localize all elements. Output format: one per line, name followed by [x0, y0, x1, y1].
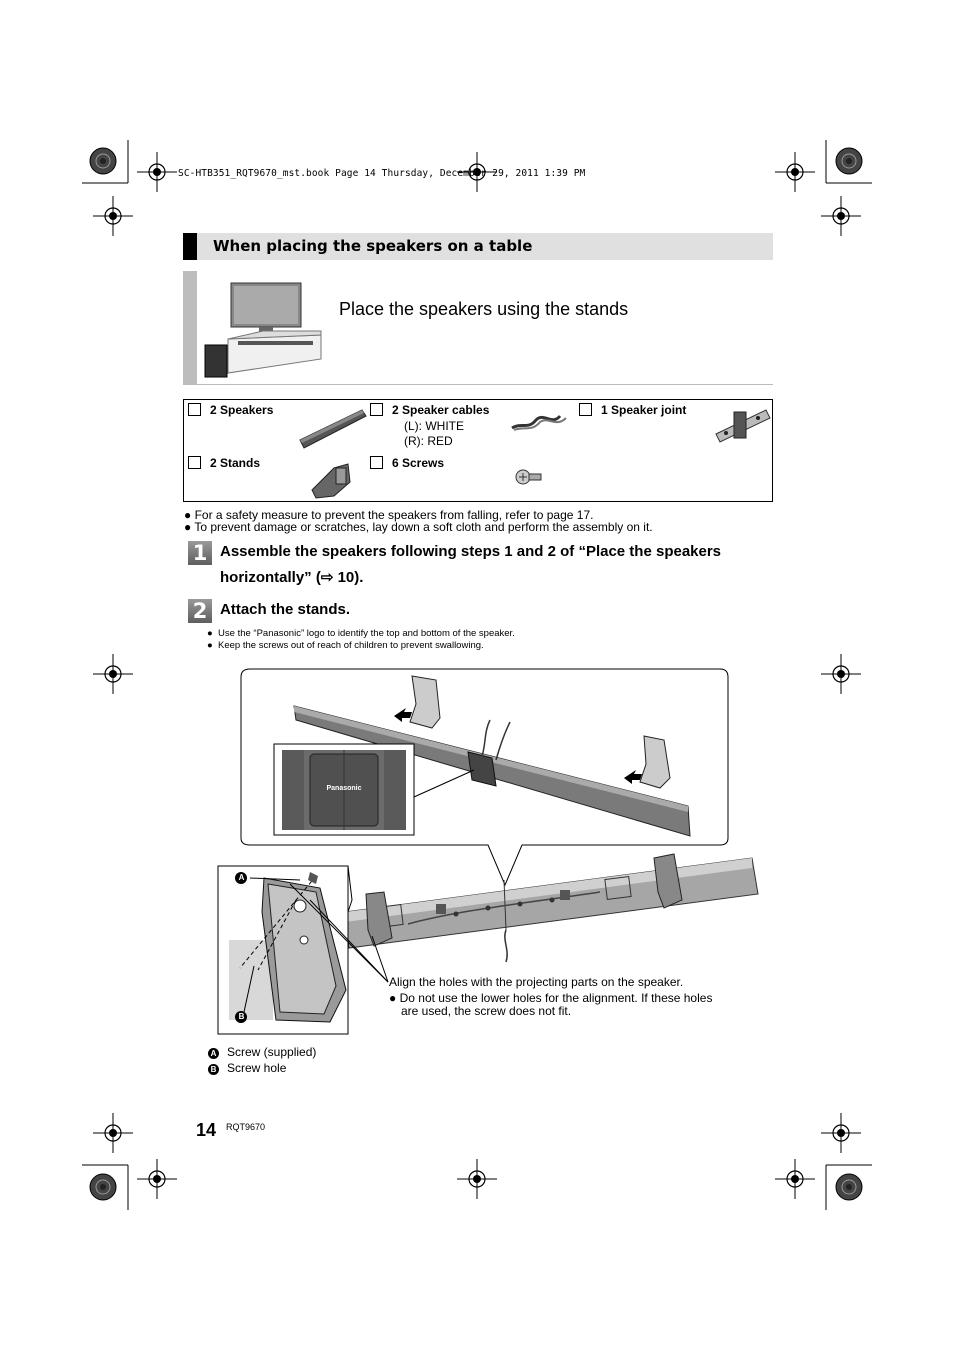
stand-image [311, 463, 351, 499]
checkbox[interactable] [579, 403, 592, 416]
intro-panel: Place the speakers using the stands [183, 271, 773, 385]
accessory-stands: 2 Stands [188, 456, 260, 470]
damage-note: ● To prevent damage or scratches, lay do… [184, 520, 653, 534]
speaker-cable-image [511, 414, 567, 431]
cable-color-left: (L): WHITE [404, 419, 464, 433]
screw-image [515, 469, 542, 485]
section-header-bar [183, 233, 197, 260]
step-2-number: 2 [188, 599, 212, 623]
step-1-line-1: Assemble the speakers following steps 1 … [220, 543, 722, 560]
intro-heading: Place the speakers using the stands [339, 299, 629, 319]
checkbox[interactable] [188, 456, 201, 469]
page-number: 14 [196, 1120, 217, 1140]
section-title: When placing the speakers on a table [213, 237, 533, 255]
checkbox[interactable] [188, 403, 201, 416]
step-1-line-2: horizontally” (⇨ 10). [220, 569, 364, 586]
accessory-screws: 6 Screws [370, 456, 444, 470]
logo-note: ● Use the “Panasonic” logo to identify t… [207, 628, 515, 639]
model-code: RQT9670 [226, 1122, 266, 1132]
align-warning-cont: are used, the screw does not fit. [401, 1004, 572, 1018]
accessories-box: 2 Speakers 2 Speaker cables (L): WHITE (… [183, 399, 773, 502]
intro-sidebar [183, 271, 197, 384]
speaker-bar-image [299, 409, 367, 449]
align-instruction: Align the holes with the projecting part… [389, 975, 684, 989]
accessory-speaker-joint: 1 Speaker joint [579, 403, 686, 417]
callout-b: B [238, 1012, 245, 1021]
callout-a: A [238, 873, 245, 882]
section-header: When placing the speakers on a table [183, 233, 773, 260]
align-warning: ● Do not use the lower holes for the ali… [389, 991, 713, 1005]
print-slug: SC-HTB351_RQT9670_mst.book Page 14 Thurs… [178, 168, 586, 179]
tv-setup-illustration [204, 282, 322, 378]
checkbox[interactable] [370, 456, 383, 469]
accessory-speakers: 2 Speakers [188, 403, 273, 417]
accessory-speaker-cables: 2 Speaker cables [370, 403, 489, 417]
cable-color-right: (R): RED [404, 434, 453, 448]
step-1-number: 1 [188, 541, 212, 565]
checkbox[interactable] [370, 403, 383, 416]
speaker-joint-image [715, 409, 771, 443]
screw-safety-note: ● Keep the screws out of reach of childr… [207, 640, 484, 651]
step-2-title: Attach the stands. [220, 601, 351, 618]
panasonic-logo: Panasonic [326, 785, 362, 792]
safety-note: ● For a safety measure to prevent the sp… [184, 508, 594, 522]
